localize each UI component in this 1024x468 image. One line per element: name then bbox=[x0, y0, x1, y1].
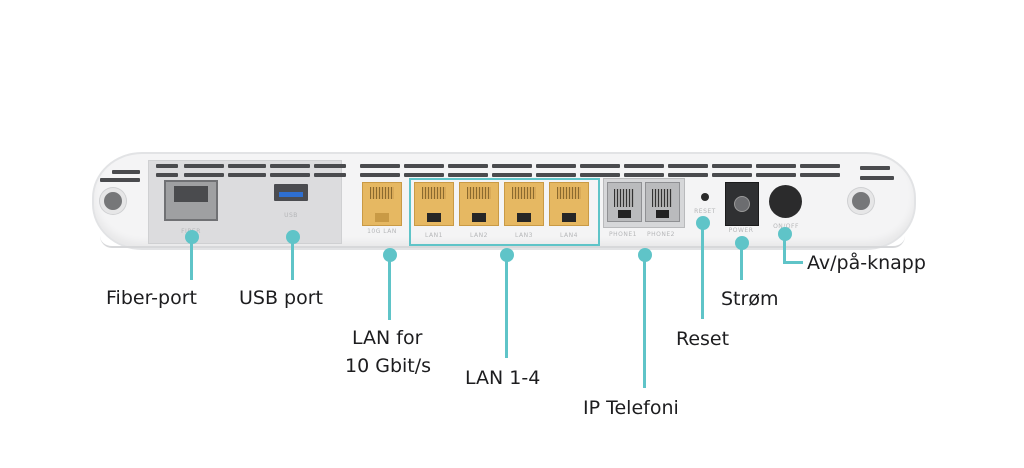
lan3-marking: LAN3 bbox=[515, 232, 533, 239]
vent-slot bbox=[228, 173, 266, 177]
vent-slot bbox=[712, 164, 752, 168]
vent-slot bbox=[756, 164, 796, 168]
lan-1-4-highlight-box bbox=[409, 178, 600, 246]
vent-slot bbox=[448, 164, 488, 168]
vent-slot bbox=[156, 164, 178, 168]
lan14-callout-dot bbox=[500, 248, 514, 262]
onoff-callout-line bbox=[783, 237, 786, 264]
vent-slot bbox=[712, 173, 752, 177]
router-base-edge bbox=[100, 236, 905, 248]
vent-slot bbox=[314, 164, 346, 168]
reset-callout-dot bbox=[696, 216, 710, 230]
lan3-port[interactable] bbox=[504, 182, 544, 226]
lan10g-callout-line bbox=[388, 258, 391, 320]
vent-slot bbox=[536, 173, 576, 177]
vent-slot bbox=[184, 164, 224, 168]
lan10g-callout-dot bbox=[383, 248, 397, 262]
vent-slot bbox=[492, 164, 532, 168]
fiber-port-cage bbox=[174, 186, 208, 202]
vent-slot bbox=[156, 173, 178, 177]
vent-slot bbox=[624, 164, 664, 168]
phone-callout-label: IP Telefoni bbox=[583, 397, 679, 419]
vent-slot bbox=[184, 173, 224, 177]
vent-slot bbox=[228, 164, 266, 168]
onoff-callout-dot bbox=[778, 227, 792, 241]
phone2-marking: PHONE2 bbox=[647, 231, 675, 238]
fiber-callout-line bbox=[190, 240, 193, 280]
vent-slot bbox=[360, 164, 400, 168]
usb-callout-line bbox=[291, 240, 294, 280]
phone-callout-line bbox=[643, 258, 646, 388]
power-callout-line bbox=[740, 246, 743, 280]
vent-slot bbox=[404, 173, 444, 177]
power-callout-label: Strøm bbox=[721, 288, 779, 310]
vent-slot bbox=[112, 170, 140, 174]
vent-slot bbox=[580, 164, 620, 168]
fiber-callout-label: Fiber-port bbox=[106, 287, 197, 309]
vent-slot bbox=[314, 173, 346, 177]
onoff-callout-label: Av/på-knapp bbox=[807, 252, 926, 274]
lan1-port[interactable] bbox=[414, 182, 454, 226]
phone-callout-dot bbox=[638, 248, 652, 262]
power-jack[interactable] bbox=[725, 182, 759, 226]
vent-slot bbox=[448, 173, 488, 177]
usb-port-tongue bbox=[279, 192, 303, 197]
reset-marking: RESET bbox=[694, 208, 716, 215]
vent-slot bbox=[668, 164, 708, 168]
lan10g-callout-label-line1: LAN for bbox=[352, 327, 423, 349]
onoff-marking: ON/OFF bbox=[764, 223, 808, 230]
vent-slot bbox=[756, 173, 796, 177]
vent-slot bbox=[580, 173, 620, 177]
vent-slot bbox=[860, 176, 894, 180]
lan2-port[interactable] bbox=[459, 182, 499, 226]
lan-10g-marking: 10G LAN bbox=[367, 228, 397, 235]
vent-slot bbox=[668, 173, 708, 177]
onoff-callout-line-horizontal bbox=[783, 261, 803, 264]
vent-slot bbox=[100, 178, 140, 182]
vent-slot bbox=[404, 164, 444, 168]
vent-slot bbox=[360, 173, 400, 177]
usb-port-marking: USB bbox=[284, 212, 298, 219]
lan14-callout-line bbox=[505, 258, 508, 358]
phone1-port[interactable] bbox=[607, 182, 642, 222]
vent-slot bbox=[860, 166, 890, 170]
lan-10g-port[interactable] bbox=[362, 182, 402, 226]
phone2-port[interactable] bbox=[645, 182, 680, 222]
lan2-marking: LAN2 bbox=[470, 232, 488, 239]
fiber-callout-dot bbox=[185, 230, 199, 244]
reset-callout-label: Reset bbox=[676, 328, 730, 350]
lan10g-callout-label-line2: 10 Gbit/s bbox=[345, 355, 432, 377]
lan1-marking: LAN1 bbox=[425, 232, 443, 239]
lan4-marking: LAN4 bbox=[560, 232, 578, 239]
power-marking: POWER bbox=[728, 227, 754, 234]
reset-button[interactable] bbox=[701, 193, 709, 201]
vent-slot bbox=[800, 164, 840, 168]
lan4-port[interactable] bbox=[549, 182, 589, 226]
vent-slot bbox=[624, 173, 664, 177]
left-screw-icon bbox=[100, 188, 126, 214]
vent-slot bbox=[270, 164, 310, 168]
vent-slot bbox=[270, 173, 310, 177]
power-callout-dot bbox=[735, 236, 749, 250]
vent-slot bbox=[800, 173, 840, 177]
on-off-button[interactable] bbox=[769, 185, 802, 218]
lan14-callout-label: LAN 1-4 bbox=[465, 367, 541, 389]
phone1-marking: PHONE1 bbox=[609, 231, 637, 238]
usb-callout-label: USB port bbox=[239, 287, 323, 309]
right-screw-icon bbox=[848, 188, 874, 214]
usb-callout-dot bbox=[286, 230, 300, 244]
vent-slot bbox=[536, 164, 576, 168]
reset-callout-line bbox=[701, 226, 704, 319]
vent-slot bbox=[492, 173, 532, 177]
